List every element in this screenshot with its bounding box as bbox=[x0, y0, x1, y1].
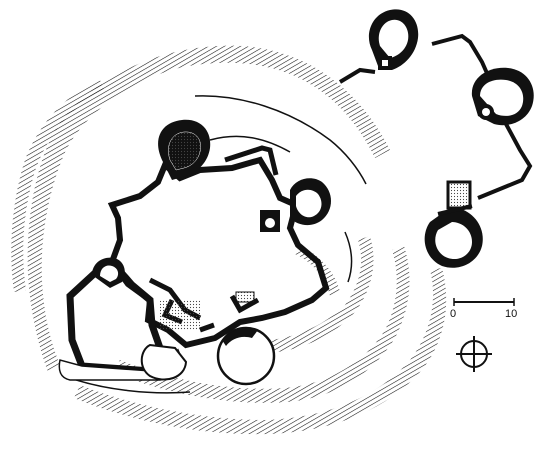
outer-north-wall bbox=[338, 33, 492, 84]
outer-east-wall bbox=[477, 123, 533, 200]
internal-hatched-rooms bbox=[160, 291, 255, 330]
outer-gate-tower bbox=[424, 180, 483, 268]
east-small-building bbox=[260, 210, 280, 232]
outer-north-tower bbox=[368, 9, 419, 71]
scale-start-label: 0 bbox=[450, 308, 456, 320]
main-curtain-wall bbox=[107, 145, 330, 349]
northeast-tower bbox=[290, 178, 331, 226]
southwest-lobe bbox=[140, 343, 188, 381]
outer-northeast-tower bbox=[471, 67, 534, 126]
south-round-tower bbox=[216, 326, 276, 386]
scale-bar: 0 10 bbox=[450, 298, 517, 320]
outer-ditch-hatching bbox=[11, 45, 390, 373]
scale-end-label: 10 bbox=[505, 308, 517, 320]
west-tower bbox=[92, 257, 125, 288]
north-tower bbox=[158, 119, 211, 180]
contour-lines bbox=[61, 95, 367, 394]
circle-cross-icon bbox=[456, 336, 492, 372]
